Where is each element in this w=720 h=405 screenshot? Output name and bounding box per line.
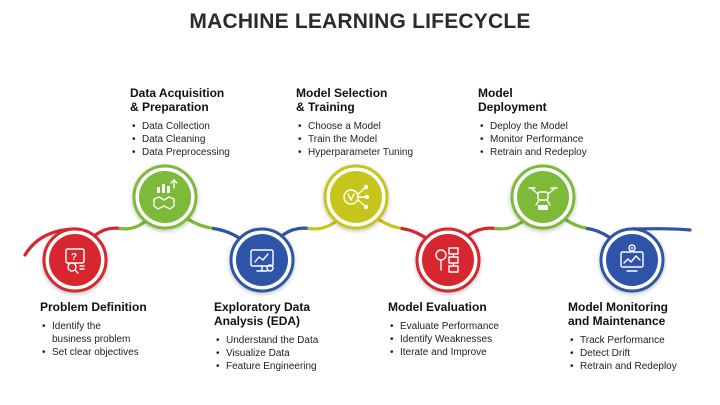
stage-node-data-acquisition <box>132 164 198 230</box>
stage-title-line: Model Evaluation <box>388 300 487 314</box>
stage-item-list: Identify the business problemSet clear ob… <box>40 320 147 359</box>
stage-item: Track Performance <box>568 334 677 347</box>
stage-item-list: Understand the DataVisualize DataFeature… <box>214 334 318 373</box>
deployment-drone-icon <box>528 187 558 210</box>
monitoring-gear-icon <box>620 244 644 272</box>
stage-title-line: Problem Definition <box>40 300 147 314</box>
stage-item-text: Feature Engineering <box>226 361 317 372</box>
node-disc <box>517 171 569 223</box>
stage-node-model-selection <box>323 164 389 230</box>
stage-item-text: Hyperparameter Tuning <box>308 147 414 158</box>
stage-title: Model Selection& Training <box>296 86 413 114</box>
stage-item: Visualize Data <box>214 347 318 360</box>
stage-item-text: Identify Weaknesses <box>400 334 493 345</box>
stage-item-list: Evaluate PerformanceIdentify WeaknessesI… <box>388 320 499 359</box>
stage-item-list: Choose a ModelTrain the ModelHyperparame… <box>296 120 413 159</box>
stage-item: Choose a Model <box>296 120 413 133</box>
stage-item: Identify the business problem <box>40 320 147 346</box>
stage-model-selection: Model Selection& TrainingChoose a ModelT… <box>296 86 413 159</box>
stage-title-line: & Training <box>296 100 355 114</box>
stage-item: Hyperparameter Tuning <box>296 146 413 159</box>
stage-item: Identify Weaknesses <box>388 333 499 346</box>
stage-title-line: Model <box>478 86 513 100</box>
node-disc <box>422 234 474 286</box>
stage-item: Data Collection <box>130 120 230 133</box>
stage-item: Evaluate Performance <box>388 320 499 333</box>
stage-item: Understand the Data <box>214 334 318 347</box>
evaluation-flow-icon <box>435 247 459 273</box>
stage-item: Retrain and Redeploy <box>478 146 587 159</box>
analytics-monitor-icon <box>250 249 274 272</box>
stage-node-eda <box>229 227 295 293</box>
stage-model-evaluation: Model EvaluationEvaluate PerformanceIden… <box>388 300 499 359</box>
page-title: MACHINE LEARNING LIFECYCLE <box>189 10 531 33</box>
stage-title-line: Model Selection <box>296 86 388 100</box>
stage-item-text: Iterate and Improve <box>400 347 487 358</box>
stage-title-line: Data Acquisition <box>130 86 225 100</box>
svg-text:?: ? <box>71 252 77 263</box>
stage-title-line: and Maintenance <box>568 314 666 328</box>
stage-item-list: Data CollectionData CleaningData Preproc… <box>130 120 230 159</box>
stage-item-text: Retrain and Redeploy <box>490 147 587 158</box>
stage-title-line: Model Monitoring <box>568 300 668 314</box>
stage-item-text: Monitor Performance <box>490 134 584 145</box>
problem-search-icon: ? <box>65 248 85 274</box>
stage-item-text: Detect Drift <box>580 348 631 359</box>
data-handshake-icon <box>153 179 178 210</box>
stage-title-line: Exploratory Data <box>214 300 311 314</box>
stage-item-list: Track PerformanceDetect DriftRetrain and… <box>568 334 677 373</box>
stage-item-text: Retrain and Redeploy <box>580 361 677 372</box>
stage-node-model-deployment <box>510 164 576 230</box>
stage-item: Feature Engineering <box>214 360 318 373</box>
stage-item-text: business problem <box>52 334 131 345</box>
stage-item: Deploy the Model <box>478 120 587 133</box>
stage-title-line: & Preparation <box>130 100 209 114</box>
model-network-icon <box>343 184 370 210</box>
stage-item: Set clear objectives <box>40 346 147 359</box>
stage-title: Problem Definition <box>40 300 147 314</box>
stage-title-line: Deployment <box>478 100 547 114</box>
stage-item-text: Deploy the Model <box>490 121 568 132</box>
stage-item-text: Choose a Model <box>308 121 381 132</box>
stage-item-text: Identify the <box>52 321 101 332</box>
stage-item: Data Preprocessing <box>130 146 230 159</box>
stage-title: Data Acquisition& Preparation <box>130 86 230 114</box>
stage-item: Monitor Performance <box>478 133 587 146</box>
stage-item: Detect Drift <box>568 347 677 360</box>
stage-item-text: Set clear objectives <box>52 347 139 358</box>
node-disc <box>139 171 191 223</box>
stage-item: Data Cleaning <box>130 133 230 146</box>
stage-item: Train the Model <box>296 133 413 146</box>
stage-item-text: Data Cleaning <box>142 134 206 145</box>
stage-item-text: Data Preprocessing <box>142 147 230 158</box>
stage-title-line: Analysis (EDA) <box>214 314 301 328</box>
node-disc <box>330 171 382 223</box>
stage-item-text: Evaluate Performance <box>400 321 499 332</box>
stage-node-model-monitoring <box>599 227 665 293</box>
node-disc <box>49 234 101 286</box>
stage-node-problem-definition: ? <box>42 227 108 293</box>
stage-item: Retrain and Redeploy <box>568 360 677 373</box>
stage-item-text: Understand the Data <box>226 335 319 346</box>
stage-data-acquisition: Data Acquisition& PreparationData Collec… <box>130 86 230 159</box>
stage-item: Iterate and Improve <box>388 346 499 359</box>
stage-item-text: Train the Model <box>308 134 378 145</box>
stage-problem-definition: Problem DefinitionIdentify the business p… <box>40 300 147 359</box>
stage-item-text: Visualize Data <box>226 348 290 359</box>
stage-item-text: Track Performance <box>580 335 665 346</box>
stage-node-model-evaluation <box>415 227 481 293</box>
stage-title: Model Evaluation <box>388 300 499 314</box>
stage-item-text: Data Collection <box>142 121 210 132</box>
